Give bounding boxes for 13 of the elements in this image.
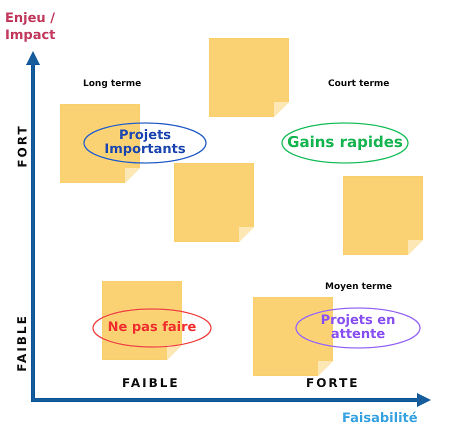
horizon-label: Moyen terme	[325, 282, 392, 292]
ellipse-label	[92, 308, 212, 348]
horizon-label: Long terme	[83, 79, 142, 89]
axis-title: Faisabilité	[342, 411, 418, 426]
axis-title: Enjeu / Impact	[5, 11, 55, 45]
axis-level-label: FAIBLE	[14, 314, 29, 372]
quadrant-title: Gains rapides	[287, 135, 403, 151]
axis-level-label: FAIBLE	[122, 376, 180, 390]
horizon-label: Court terme	[328, 79, 390, 89]
ellipse-label	[295, 307, 421, 349]
ellipse-label	[281, 122, 409, 164]
axis-level-label: FORT	[15, 124, 30, 168]
axis-level-label: FORTE	[306, 376, 360, 390]
